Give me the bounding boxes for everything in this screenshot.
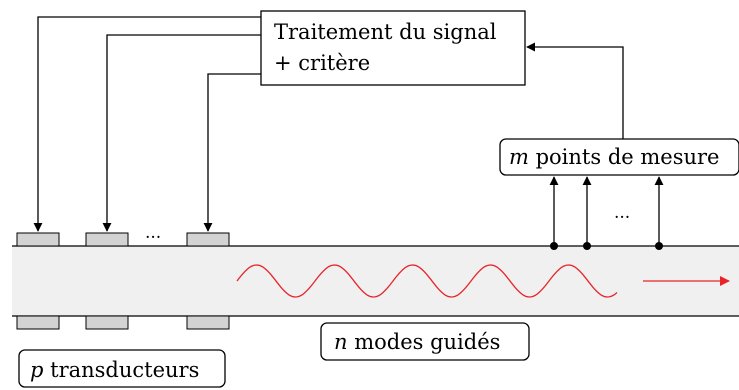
guided-modes-label: n modes guidés: [334, 330, 500, 354]
transducer-bottom-p: [186, 315, 230, 330]
guided-wave: [236, 264, 618, 298]
processing-block-line1: Traitement du signal: [274, 20, 497, 44]
measurement-ellipsis: ...: [614, 203, 630, 223]
measurement-point-2: [583, 242, 591, 250]
transducer-top-1: [16, 232, 60, 247]
transducer-bottom-1: [16, 315, 60, 330]
measurement-point-m: [655, 242, 663, 250]
feed-arrow-2: [102, 34, 261, 232]
transducers-label: p transducteurs: [30, 358, 199, 382]
processing-block: [260, 10, 526, 86]
transducer-ellipsis: ...: [145, 223, 161, 243]
guided-modes-box: [320, 322, 530, 361]
feedback-arrow: [526, 42, 624, 139]
transducer-bottom-2: [85, 315, 129, 330]
processing-block-line2: + critère: [274, 51, 370, 75]
transducers-box: [18, 349, 226, 388]
transducer-top-2: [85, 232, 129, 247]
measurement-points-label: m points de mesure: [509, 145, 719, 169]
waveguide: [12, 246, 739, 316]
transducer-top-p: [186, 232, 230, 247]
measurement-points-box: [499, 138, 739, 176]
feed-arrow-p: [203, 73, 261, 232]
measurement-point-1: [550, 242, 558, 250]
feed-arrow-1: [33, 16, 261, 232]
